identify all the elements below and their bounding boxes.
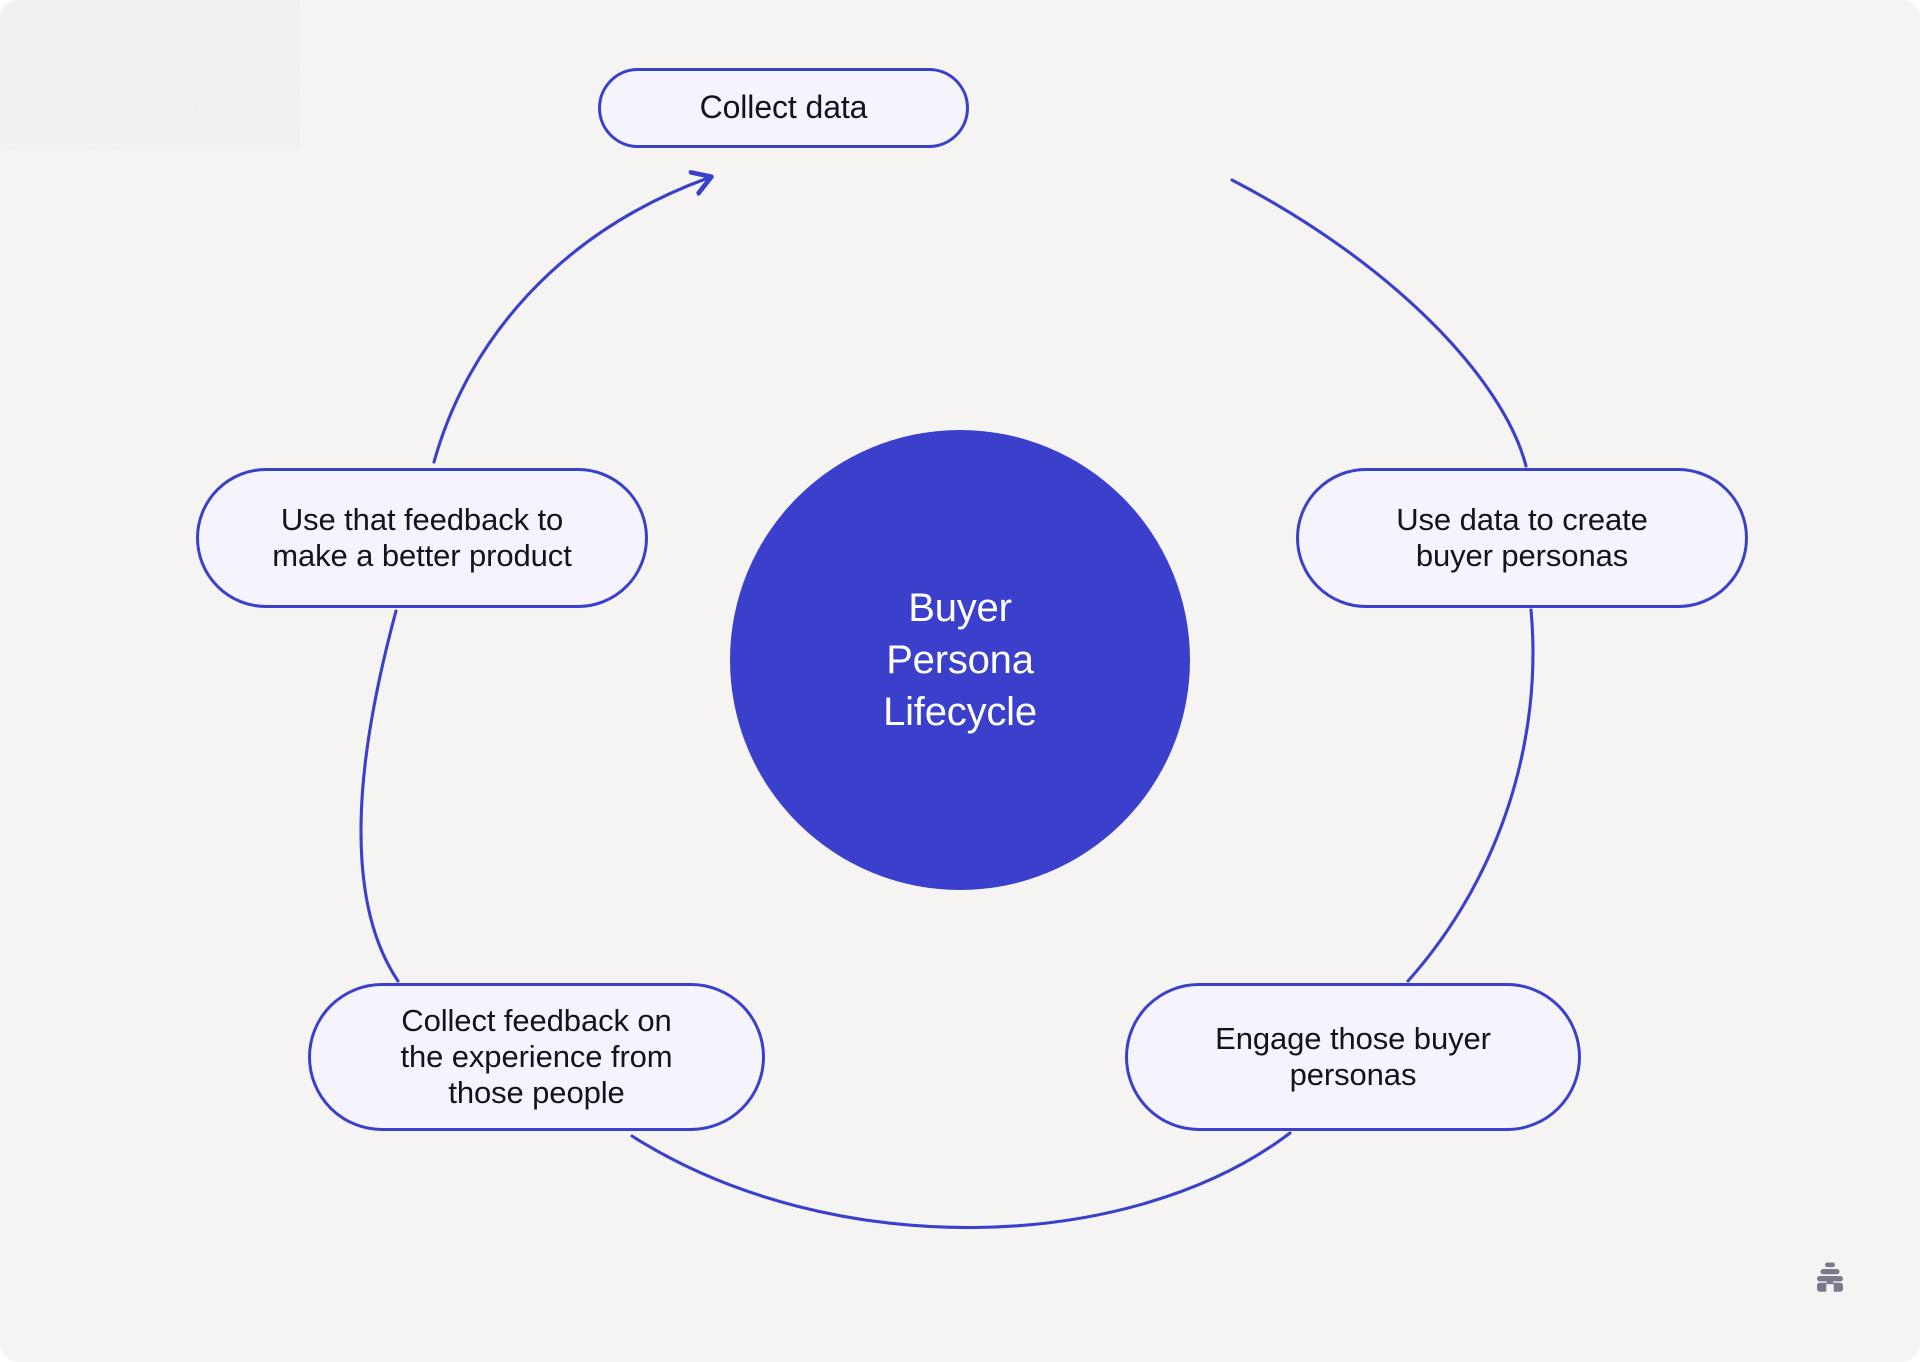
connector-engage-to-collectfb <box>630 1131 1292 1230</box>
step-node-use-data[interactable]: Use data to create buyer personas <box>1296 468 1748 608</box>
step-node-collect-feedback[interactable]: Collect feedback on the experience from … <box>308 983 765 1131</box>
beehive-logo <box>1817 1262 1843 1292</box>
hub-circle: Buyer Persona Lifecycle <box>730 430 1190 890</box>
hub-label: Buyer Persona Lifecycle <box>883 586 1037 734</box>
connector-collectfb-to-usefeedback <box>359 609 400 983</box>
connector-usefeedback-to-collectdata <box>432 178 708 464</box>
step-label: Collect feedback on the experience from … <box>400 1002 673 1111</box>
step-node-use-feedback[interactable]: Use that feedback to make a better produ… <box>196 468 648 608</box>
step-label: Collect data <box>699 89 868 126</box>
step-label: Use that feedback to make a better produ… <box>272 501 572 573</box>
step-node-collect-data[interactable]: Collect data <box>598 68 969 148</box>
connector-usedata-to-engage <box>1406 608 1535 983</box>
step-node-engage[interactable]: Engage those buyer personas <box>1125 983 1581 1131</box>
step-label: Engage those buyer personas <box>1215 1020 1491 1092</box>
connector-collect-to-usedata <box>1230 178 1528 468</box>
step-label: Use data to create buyer personas <box>1396 501 1648 573</box>
